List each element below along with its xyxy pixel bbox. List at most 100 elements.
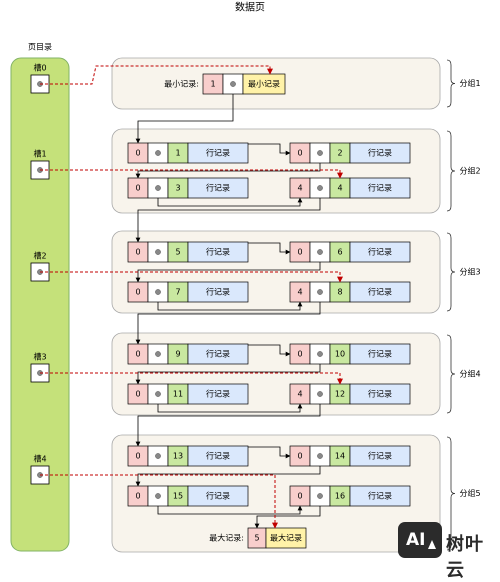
next-pointer-dot — [317, 185, 323, 191]
key-value: 11 — [173, 390, 183, 399]
n-owned-value: 0 — [135, 350, 140, 359]
row-text: 行记录 — [368, 389, 392, 399]
key-value: 10 — [335, 350, 345, 359]
key-value: 8 — [337, 288, 342, 297]
row-cell — [187, 177, 249, 199]
key-value: 16 — [335, 492, 345, 501]
n-owned-value: 0 — [297, 350, 302, 359]
next-pointer-line — [135, 292, 321, 345]
row-cell — [187, 485, 249, 507]
row-cell — [187, 241, 249, 263]
slot-pointer-line — [40, 65, 273, 85]
n-owned-value: 0 — [297, 452, 302, 461]
infimum-text: 最小记录 — [248, 80, 280, 89]
n-owned-value: 0 — [297, 492, 302, 501]
watermark-text: 树叶云 — [446, 534, 484, 581]
row-cell — [187, 281, 249, 303]
n-owned-value: 0 — [135, 184, 140, 193]
next-pointer-dot — [155, 249, 161, 255]
next-pointer-dot — [155, 453, 161, 459]
row-cell — [187, 383, 249, 405]
row-text: 行记录 — [368, 349, 392, 359]
row-text: 行记录 — [368, 287, 392, 297]
group-label: 分组3 — [459, 267, 480, 277]
n-owned-value: 0 — [135, 492, 140, 501]
key-value: 15 — [173, 492, 183, 501]
slot-pointer-line — [40, 474, 278, 529]
group-label: 分组4 — [459, 369, 480, 379]
row-text: 行记录 — [206, 491, 230, 501]
row-text: 行记录 — [206, 389, 230, 399]
row-cell — [349, 445, 411, 467]
n-owned-value: 0 — [135, 390, 140, 399]
slot-pointer-line — [40, 271, 343, 283]
next-pointer-dot — [155, 185, 161, 191]
next-pointer-dot — [317, 351, 323, 357]
infimum-n-owned: 1 — [210, 80, 215, 89]
page-title: 数据页 — [235, 1, 265, 14]
next-pointer-dot — [317, 391, 323, 397]
key-value: 5 — [175, 248, 180, 257]
infimum-label: 最小记录: — [164, 80, 199, 89]
watermark-logo: AI — [398, 522, 442, 558]
next-pointer-dot — [317, 493, 323, 499]
row-text: 行记录 — [368, 247, 392, 257]
next-pointer-line — [135, 394, 321, 447]
key-value: 7 — [175, 288, 180, 297]
supremum-label: 最大记录: — [209, 533, 244, 543]
row-cell — [349, 281, 411, 303]
row-cell — [349, 241, 411, 263]
next-pointer-dot — [317, 289, 323, 295]
row-text: 行记录 — [206, 287, 230, 297]
row-text: 行记录 — [206, 349, 230, 359]
row-cell — [349, 142, 411, 164]
row-cell — [187, 343, 249, 365]
n-owned-value: 0 — [135, 288, 140, 297]
key-value: 14 — [335, 452, 345, 461]
row-cell — [349, 383, 411, 405]
group-brace — [446, 436, 456, 551]
row-cell — [349, 177, 411, 199]
next-pointer-dot — [317, 249, 323, 255]
next-pointer-dot — [155, 289, 161, 295]
group-brace — [446, 334, 456, 414]
row-cell — [349, 343, 411, 365]
next-pointer-dot — [155, 391, 161, 397]
group-label: 分组1 — [459, 78, 480, 88]
key-value: 3 — [175, 184, 180, 193]
infimum-pointer-dot — [230, 81, 236, 87]
n-owned-value: 0 — [135, 452, 140, 461]
next-pointer-dot — [155, 150, 161, 156]
group-brace — [446, 130, 456, 212]
key-value: 4 — [337, 184, 342, 193]
n-owned-value: 4 — [297, 184, 302, 193]
slot-label: 槽4 — [33, 454, 46, 464]
row-text: 行记录 — [368, 183, 392, 193]
n-owned-value: 4 — [297, 288, 302, 297]
n-owned-value: 0 — [297, 248, 302, 257]
supremum-n-owned: 5 — [254, 534, 259, 543]
row-text: 行记录 — [206, 183, 230, 193]
key-value: 2 — [337, 149, 342, 158]
key-value: 1 — [175, 149, 180, 158]
next-pointer-dot — [155, 493, 161, 499]
supremum-cell — [265, 527, 307, 549]
next-pointer-line — [135, 188, 321, 243]
key-value: 12 — [335, 390, 345, 399]
page-directory — [10, 57, 70, 552]
row-cell — [349, 485, 411, 507]
infimum-cell — [242, 73, 286, 95]
group-label: 分组2 — [459, 166, 480, 176]
next-pointer-line — [135, 84, 234, 144]
key-value: 13 — [173, 452, 183, 461]
next-pointer-dot — [317, 150, 323, 156]
svg-text:AI: AI — [406, 530, 425, 550]
row-text: 行记录 — [206, 247, 230, 257]
n-owned-value: 0 — [135, 248, 140, 257]
supremum-text: 最大记录 — [270, 533, 302, 543]
directory-label: 页目录 — [28, 43, 52, 52]
slot-label: 槽0 — [33, 63, 46, 73]
row-cell — [187, 445, 249, 467]
row-text: 行记录 — [368, 491, 392, 501]
